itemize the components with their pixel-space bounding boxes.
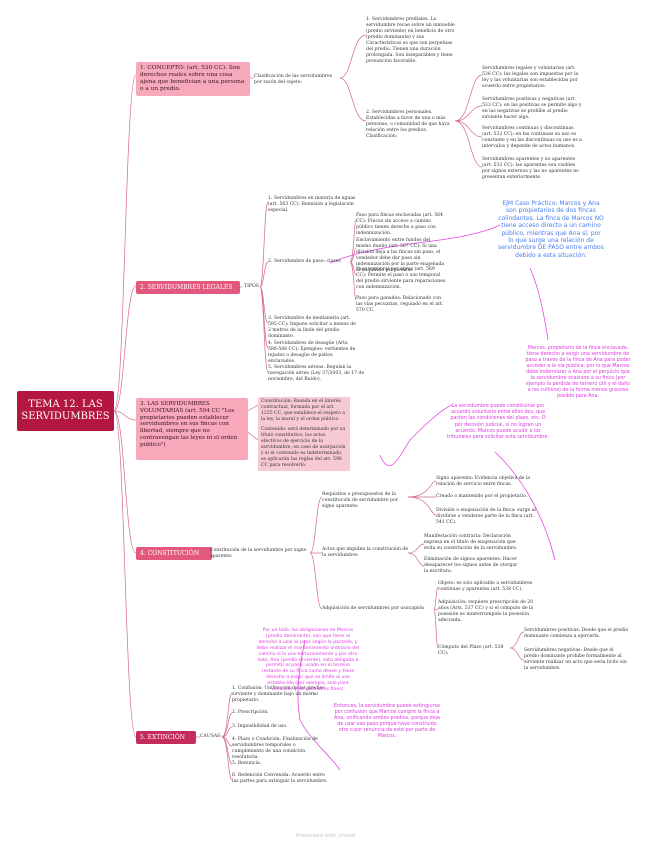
division-enajenacion: División o enajenación de la finca: surg… [436, 508, 536, 525]
computo-negativas: Servidumbres negativas: Desde que el pre… [524, 648, 627, 671]
servidumbre-medianeria: 3. Servidumbre de medianería (art. 595 C… [268, 316, 356, 339]
paso-temporal: Paso temporal por obras (art. 569 CC): P… [356, 267, 446, 290]
adquisicion-usucapion: Adquisición de servidumbres por usucapió… [322, 606, 425, 611]
footer-branding: Presented with xmind [295, 833, 356, 839]
main-title: TEMA 12. LAS SERVIDUMBRES [17, 391, 114, 431]
causa-renuncia: 5. Renuncia. [232, 761, 262, 766]
requisitos: Requisitos o presupuestos de la constitu… [322, 492, 398, 509]
servidumbre-paso: 2. Servidumbre de paso: clases [268, 259, 341, 264]
servidumbres-personales: 2. Servidumbres personales. Establecidas… [366, 110, 450, 139]
paso-ganados: Paso para ganados: Relacionado con las v… [356, 296, 444, 313]
continuas-discontinuas: Servidumbres continuas y discontinuas (a… [482, 126, 582, 149]
computo-positivas: Servidumbres positivas: Desde que el pre… [524, 628, 629, 639]
creado-mantenido: Creado o mantenido por el propietario. [436, 494, 528, 499]
adquisicion-prescripcion: Adquisición: requiere prescripción de 20… [438, 600, 534, 623]
causa-redencion: 6. Redención Convenida: Acuerdo entre la… [232, 773, 328, 784]
note-extincion: Entonces, la servidumbre puede extinguir… [334, 704, 440, 740]
servidumbres-prediales: 1. Servidumbres prediales. La servidumbr… [366, 17, 455, 64]
section-extincion: 5. EXTINCIÓN [136, 731, 196, 744]
causa-confusion: 1. Confusión: Unificación de los predios… [232, 686, 325, 703]
constitucion-signo-aparente: Constitución de la servidumbre por signo… [210, 548, 307, 559]
servidumbre-aguas: 1. Servidumbres en materia de aguas (art… [268, 196, 356, 213]
section-legales: 2. SERVIDUMBRES LEGALES [136, 281, 240, 294]
causas-label: CAUSAS: [200, 734, 222, 739]
eliminacion-signos: Eliminación de signos aparentes: Hacer d… [424, 557, 518, 574]
note-caso-practico: EJM Caso Práctico: Marcos y Ana son prop… [498, 200, 604, 259]
objeto: Objeto: es solo aplicable a servidumbres… [438, 581, 533, 592]
note-voluntaria: La servidumbre puede constituirse por ac… [447, 404, 549, 441]
section-voluntarias: 3. LAS SERVIDUMBRES VOLUNTARIAS (art. 59… [136, 398, 248, 460]
legales-voluntarias: Servidumbres legales y voluntarias (art.… [482, 66, 579, 89]
voluntarias-contenido: Contenido: será determinado por su títul… [258, 425, 350, 471]
servidumbre-desague: 4. Servidumbres de desagüe (Arts. 586-58… [268, 341, 356, 364]
section-concepto: 1. CONCEPTO: (art. 530 CC). Son derechos… [136, 62, 250, 96]
clasificacion-sujeto: Clasificación de las servidumbres por ra… [254, 74, 333, 85]
paso-fincas-enclavadas: Paso para fincas enclavadas (art. 564 CC… [356, 213, 443, 236]
causa-plazo-condicion: 4. Plazo o Condición: Finalización de se… [232, 737, 318, 760]
causa-imposibilidad: 3. Imposibilidad de uso. [232, 724, 288, 729]
enclavamiento: Enclavamiento entre fundos del mismo due… [356, 238, 445, 273]
manifestacion-contraria: Manifestación contraria: Declaración exp… [424, 534, 518, 551]
actos-impiden: Actos que impiden la constitución de la … [322, 547, 409, 558]
section-constitucion: 4. CONSTITUCIÓN [136, 547, 212, 560]
causa-prescripcion: 2. Prescripción. [232, 710, 269, 715]
note-obligaciones: Por un lado, las obligaciones de Marcos … [256, 628, 360, 693]
tipos-label: TIPOS [244, 284, 259, 289]
voluntarias-constitucion: Constitución: Basada en el interés contr… [258, 397, 350, 425]
note-marcos: Marcos, propietario de la finca enclavad… [525, 346, 631, 399]
signo-aparente: Signo aparente: Evidencia objetiva de la… [436, 476, 531, 487]
positivas-negativas: Servidumbres positivas y negativas (art.… [482, 97, 582, 120]
aparentes-no-aparentes: Servidumbres aparentes y no aparentes (a… [482, 157, 579, 180]
servidumbre-aereas: 5. Servidumbres aéreas: Regulan la naveg… [268, 365, 365, 382]
computo-plazo: Cómputo del Plazo (art. 538 CC): [438, 645, 504, 656]
